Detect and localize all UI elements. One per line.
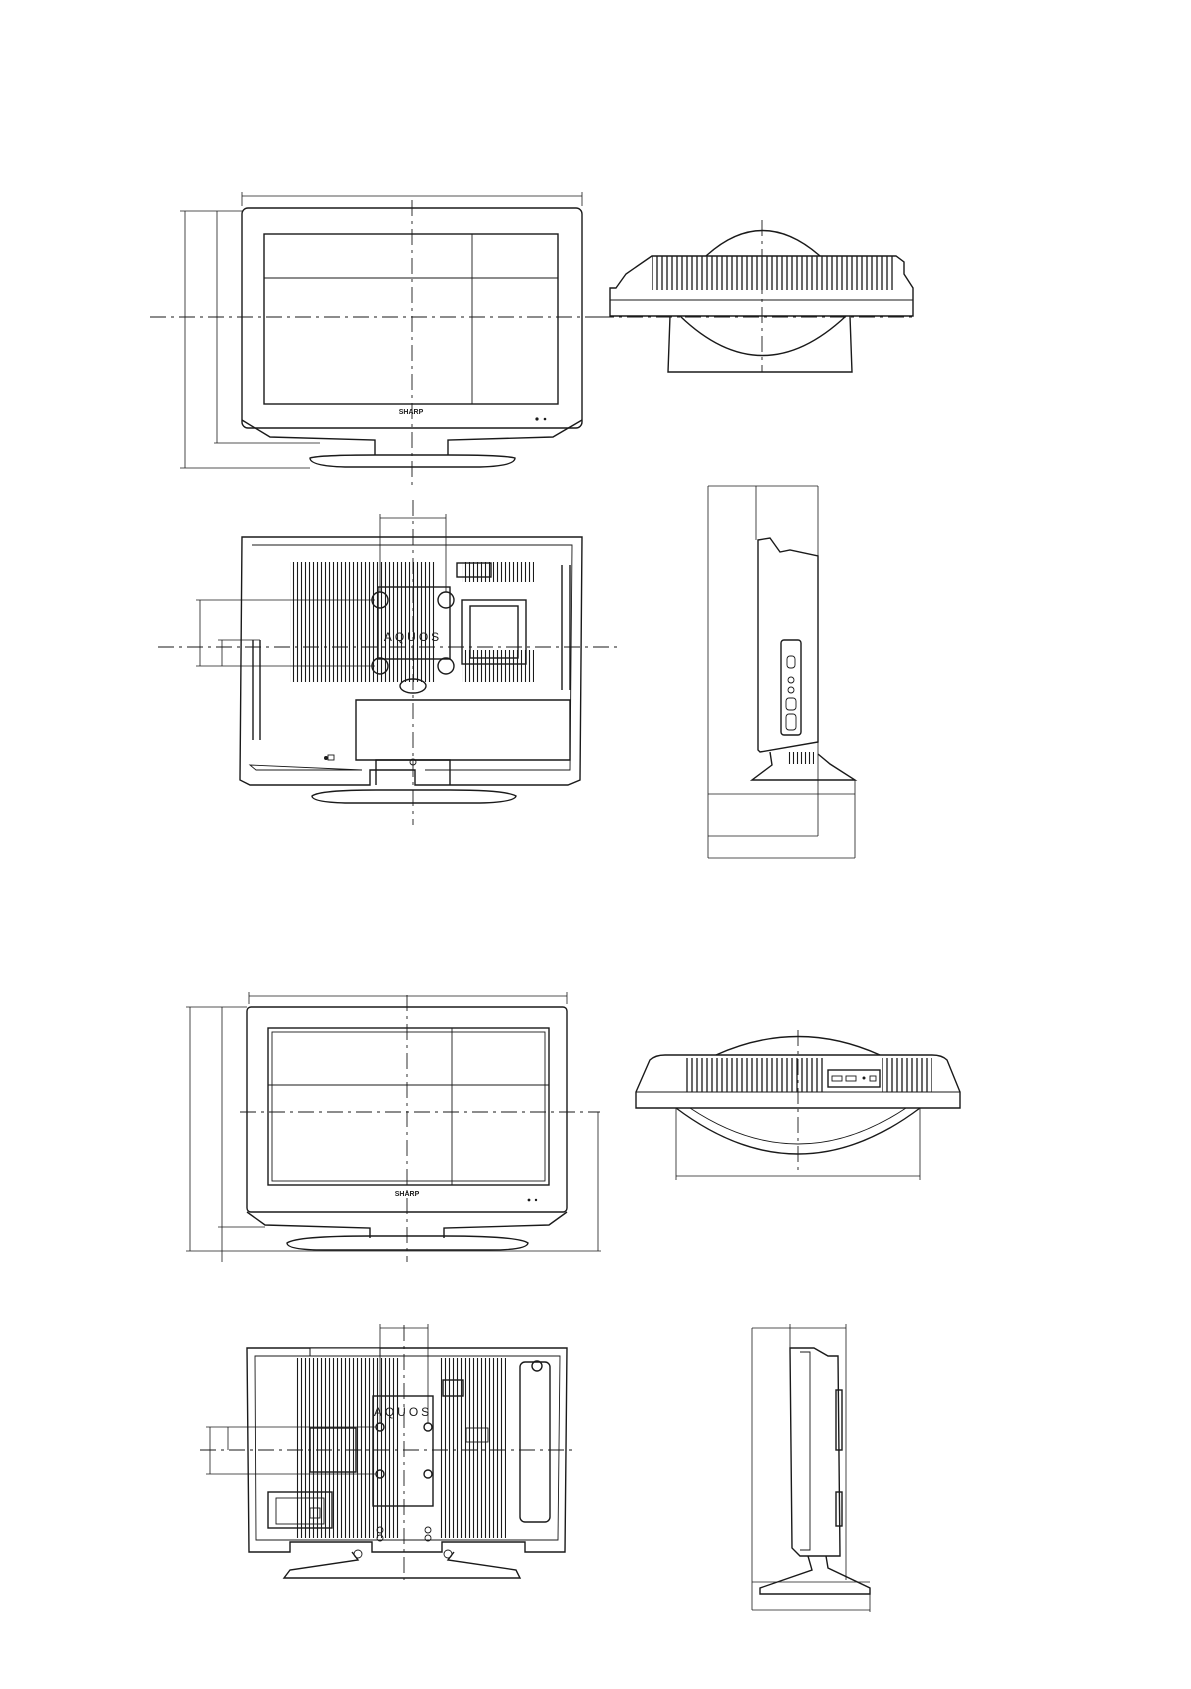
model-1-side-view bbox=[708, 486, 855, 858]
rear-button-icon bbox=[324, 756, 328, 760]
top-terminals bbox=[828, 1070, 880, 1087]
rear-stand-base bbox=[312, 790, 516, 803]
vesa-hole-2 bbox=[424, 1423, 432, 1431]
model-2-top-view bbox=[636, 1030, 960, 1180]
model-2-front-view: SHARP bbox=[186, 992, 601, 1262]
tv-screen bbox=[268, 1028, 549, 1185]
rear-vents-left bbox=[296, 1358, 400, 1538]
power-indicator-icon bbox=[528, 1199, 531, 1202]
stand-base-top bbox=[668, 316, 852, 372]
model-1-top-view bbox=[598, 220, 914, 372]
tv-side-profile bbox=[758, 538, 818, 752]
model-1-drawings: SHARP bbox=[150, 192, 914, 858]
side-cable-cover bbox=[520, 1362, 550, 1522]
top-vents-left bbox=[684, 1058, 824, 1092]
rear-stand bbox=[284, 1552, 520, 1578]
model-1-rear-view: AQUOS bbox=[158, 500, 620, 825]
tv-side-profile bbox=[790, 1348, 840, 1556]
sensor-icon bbox=[535, 1199, 537, 1201]
top-terminal-strip bbox=[310, 1348, 380, 1356]
sharp-logo: SHARP bbox=[399, 409, 424, 416]
side-terminals bbox=[781, 640, 801, 735]
power-indicator-icon bbox=[535, 417, 538, 420]
model-2-drawings: SHARP bbox=[186, 992, 960, 1612]
rear-vents-right bbox=[440, 1358, 506, 1538]
top-vents bbox=[652, 256, 896, 290]
top-vents-right bbox=[882, 1058, 932, 1092]
vesa-hole-2 bbox=[438, 592, 454, 608]
model-2-rear-view: AQUOS bbox=[200, 1324, 575, 1580]
sensor-icon bbox=[544, 418, 547, 421]
aquos-logo: AQUOS bbox=[374, 1405, 432, 1419]
stand-cover bbox=[356, 700, 570, 760]
model-2-side-view bbox=[752, 1324, 870, 1612]
side-stand bbox=[760, 1556, 870, 1594]
vesa-hole-4 bbox=[424, 1470, 432, 1478]
stand-base bbox=[310, 455, 515, 467]
stand-base bbox=[287, 1236, 528, 1250]
stand-arc-front bbox=[680, 316, 846, 356]
stand-arc-back bbox=[706, 231, 820, 257]
tv-screen bbox=[264, 234, 558, 404]
vesa-hole-4 bbox=[438, 658, 454, 674]
model-1-front-view: SHARP bbox=[150, 192, 600, 490]
